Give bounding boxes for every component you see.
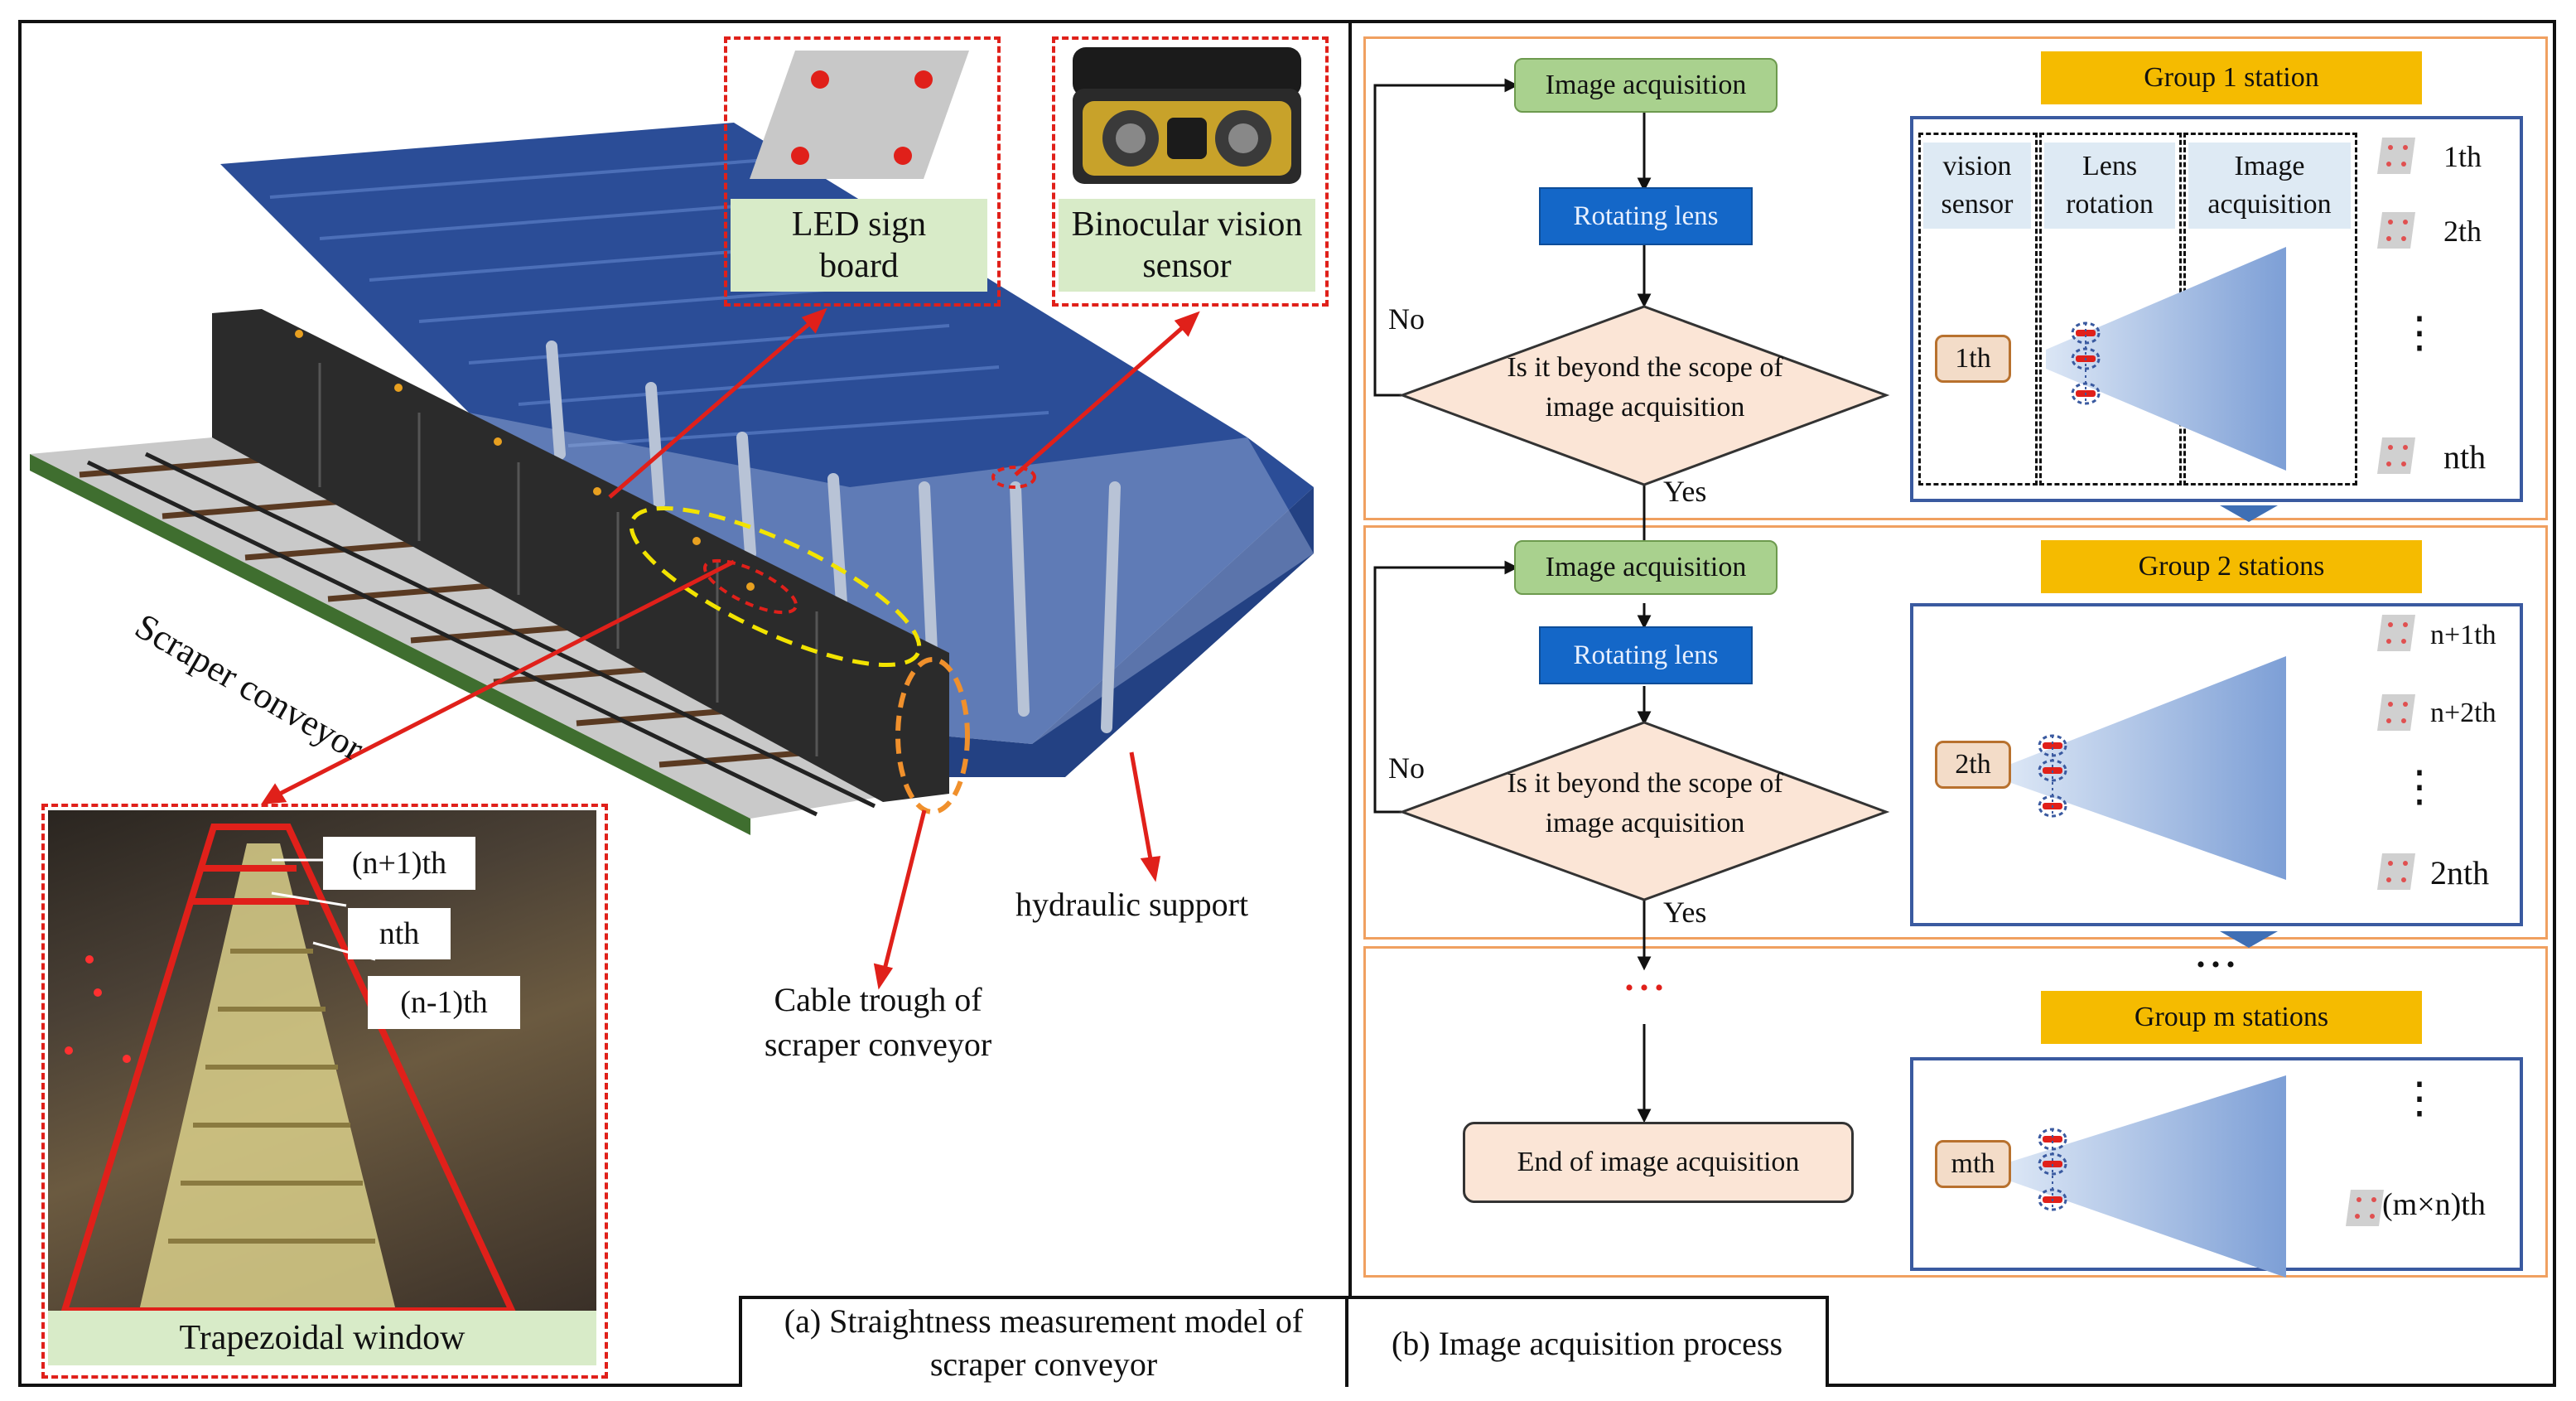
- photo-caption: Trapezoidal window: [48, 1311, 596, 1365]
- board-vdots-2: ⋮: [2398, 764, 2441, 811]
- decision-text-1: Is it beyond the scope of image acquisit…: [1507, 352, 1783, 423]
- beam-group2: [2011, 656, 2286, 880]
- decision-text-2: Is it beyond the scope of image acquisit…: [1507, 768, 1783, 838]
- col-lens-rotation-label: Lens rotation: [2044, 143, 2175, 229]
- lens-rotation-ticks: [2043, 330, 2096, 1203]
- beam-groupm: [2011, 1075, 2286, 1278]
- end-box: End of image acquisition: [1463, 1122, 1854, 1203]
- trough-segment-lines: [318, 363, 818, 756]
- binocular-sensor-icon: [1073, 47, 1301, 184]
- photo-drawing: [60, 824, 516, 1311]
- support-enclosure: [469, 413, 1314, 744]
- yes-label-1: Yes: [1663, 475, 1707, 508]
- cable-trough-label: Cable trough of scraper conveyor: [729, 978, 1027, 1067]
- tag-n-plus-1: (n+1)th: [323, 837, 475, 890]
- groupm-frame: [1363, 946, 2548, 1278]
- station-1th: 1th: [1935, 335, 2011, 383]
- board-vdots-m: ⋮: [2398, 1075, 2441, 1123]
- trapezoidal-photo: [48, 810, 596, 1311]
- image-acquisition-box-1: Image acquisition: [1514, 58, 1778, 113]
- hydraulic-legs: [546, 341, 1121, 733]
- beam-group1: [2046, 247, 2286, 471]
- board-nth: nth: [2443, 438, 2487, 476]
- group-transition-arrow-2: [2220, 931, 2278, 948]
- decision-diamond-1: [1398, 305, 1890, 486]
- group2-frame: [1363, 525, 2548, 940]
- board-mnth: (m×n)th: [2382, 1187, 2486, 1222]
- conveyor-deck: [30, 437, 949, 819]
- panel-b-caption-box: (b) Image acquisition process: [1348, 1296, 1829, 1387]
- image-acquisition-box-2: Image acquisition: [1514, 540, 1778, 595]
- panel-a-illustration: [30, 123, 1314, 990]
- yellow-highlight: [629, 505, 922, 668]
- no-label-1: No: [1388, 302, 1425, 336]
- tag-n: nth: [348, 908, 451, 959]
- rotating-lens-box-1: Rotating lens: [1539, 187, 1753, 245]
- panel-a-caption: (a) Straightness measurement model of sc…: [784, 1302, 1304, 1383]
- hydraulic-support-label: hydraulic support: [1015, 886, 1249, 923]
- led-board-label: LED sign board: [731, 199, 987, 292]
- panel-divider: [1348, 20, 1352, 1387]
- group1-header: Group 1 station: [2041, 51, 2422, 104]
- board-n-plus-1th: n+1th: [2430, 620, 2496, 650]
- binocular-text: Binocular vision sensor: [1071, 205, 1303, 285]
- board-vdots-1: ⋮: [2398, 310, 2441, 357]
- led-dots: [295, 330, 755, 591]
- board-1th: 1th: [2443, 140, 2482, 173]
- no-label-2: No: [1388, 751, 1425, 785]
- board-icons: [2377, 138, 2415, 890]
- board-n-plus-2th: n+2th: [2430, 698, 2496, 728]
- group1-frame: [1363, 36, 2548, 520]
- led-board-callout: [724, 36, 1001, 307]
- cable-trough-text: Cable trough of scraper conveyor: [764, 981, 992, 1063]
- led-board-icon: [750, 51, 969, 179]
- sensor-mark: [991, 466, 1036, 489]
- binocular-label: Binocular vision sensor: [1059, 199, 1315, 292]
- groupm-header: Group m stations: [2041, 991, 2422, 1044]
- conveyor-green-edge: [30, 454, 750, 835]
- group2-header: Group 2 stations: [2041, 540, 2422, 593]
- flow-connectors: [1373, 78, 2278, 1123]
- led-board-text: LED sign board: [791, 205, 927, 285]
- panel-b-caption: (b) Image acquisition process: [1391, 1324, 1783, 1362]
- station-2th: 2th: [1935, 741, 2011, 789]
- col-vision-sensor: [1918, 133, 2038, 486]
- rotating-lens-box-2: Rotating lens: [1539, 626, 1753, 684]
- orange-highlight: [895, 657, 970, 814]
- cable-trough-wall: [212, 309, 949, 802]
- group-transition-arrow-1: [2220, 505, 2278, 522]
- binocular-callout: [1052, 36, 1329, 307]
- yes-label-2: Yes: [1663, 896, 1707, 929]
- col-image-acquisition-label: Image acquisition: [2188, 143, 2351, 229]
- decision-diamond-2: [1398, 721, 1890, 901]
- board-icon-mn: [2346, 1190, 2384, 1226]
- flow-ellipsis: • • •: [1624, 974, 1664, 1002]
- red-highlight-trough: [702, 558, 798, 615]
- between-groups-ellipsis: • • •: [2196, 951, 2236, 978]
- panel-a-caption-box: (a) Straightness measurement model of sc…: [739, 1296, 1348, 1387]
- tag-n-minus-1: (n-1)th: [368, 976, 520, 1029]
- callout-arrows: [261, 307, 1200, 990]
- photo-callout: [41, 804, 608, 1379]
- conveyor-rails: [86, 452, 876, 817]
- station-mth: mth: [1935, 1140, 2011, 1188]
- camera-beams: [2011, 247, 2286, 1278]
- board-2th: 2th: [2443, 215, 2482, 248]
- col-vision-sensor-label: vision sensor: [1923, 143, 2031, 229]
- board-2nth: 2nth: [2430, 854, 2490, 891]
